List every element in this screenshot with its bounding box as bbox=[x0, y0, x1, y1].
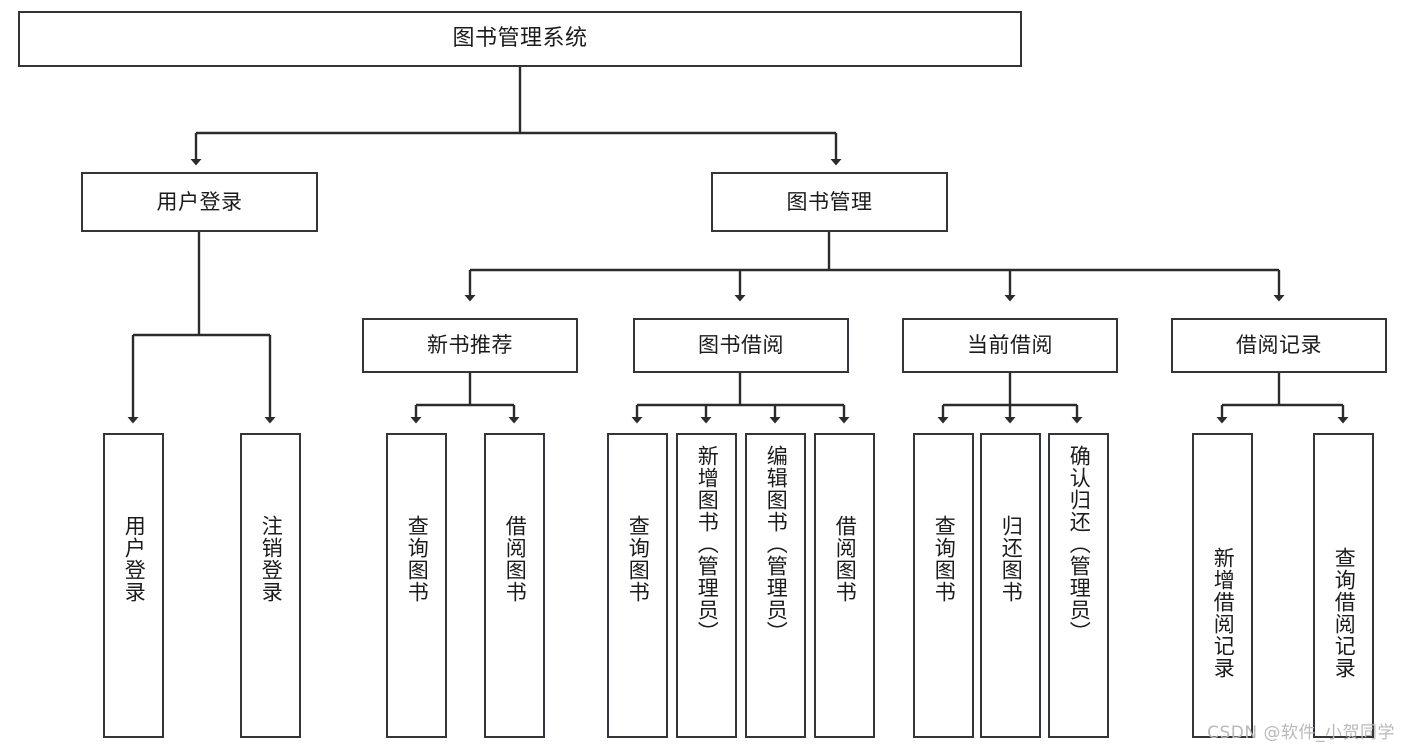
csdn-watermark: CSDN @软件_小贺同学 bbox=[1207, 723, 1395, 743]
node-label: 借阅图书 bbox=[833, 515, 858, 603]
leaf-user-login-logout[interactable]: 注销登录 bbox=[240, 433, 301, 738]
leaf-current-borrow-return-book[interactable]: 归还图书 bbox=[980, 433, 1041, 738]
leaf-new-book-borrow-book[interactable]: 借阅图书 bbox=[484, 433, 545, 738]
node-label: 查询借阅记录 bbox=[1332, 547, 1357, 679]
node-label: 当前借阅 bbox=[967, 333, 1053, 358]
node-label: 编辑图书（管理员） bbox=[764, 445, 789, 643]
node-label: 查询图书 bbox=[405, 515, 430, 603]
node-label: 借阅图书 bbox=[503, 515, 528, 603]
node-book-management[interactable]: 图书管理 bbox=[711, 172, 948, 232]
leaf-book-borrow-query-book[interactable]: 查询图书 bbox=[607, 433, 668, 738]
node-root-book-management-system[interactable]: 图书管理系统 bbox=[18, 11, 1022, 67]
leaf-current-borrow-query-book[interactable]: 查询图书 bbox=[913, 433, 974, 738]
leaf-book-borrow-borrow-book[interactable]: 借阅图书 bbox=[814, 433, 875, 738]
node-label: 新书推荐 bbox=[427, 333, 513, 358]
node-label: 图书借阅 bbox=[698, 333, 784, 358]
node-label: 确认归还（管理员） bbox=[1067, 445, 1092, 643]
node-new-book-recommendation[interactable]: 新书推荐 bbox=[362, 318, 578, 373]
node-label: 新增图书（管理员） bbox=[695, 445, 720, 643]
node-label: 图书管理 bbox=[786, 189, 873, 214]
leaf-current-borrow-confirm-return-admin[interactable]: 确认归还（管理员） bbox=[1048, 433, 1109, 738]
node-book-borrowing[interactable]: 图书借阅 bbox=[633, 318, 849, 373]
leaf-new-book-query-book[interactable]: 查询图书 bbox=[386, 433, 447, 738]
node-label: 查询图书 bbox=[626, 515, 651, 603]
node-label: 用户登录 bbox=[122, 515, 147, 603]
node-label: 新增借阅记录 bbox=[1211, 547, 1236, 679]
leaf-user-login-login[interactable]: 用户登录 bbox=[103, 433, 164, 738]
node-user-login[interactable]: 用户登录 bbox=[81, 172, 318, 232]
node-label: 查询图书 bbox=[932, 515, 957, 603]
leaf-book-borrow-edit-book-admin[interactable]: 编辑图书（管理员） bbox=[745, 433, 806, 738]
leaf-borrow-records-add-record[interactable]: 新增借阅记录 bbox=[1192, 433, 1253, 738]
node-current-borrowing[interactable]: 当前借阅 bbox=[902, 318, 1118, 373]
node-borrowing-records[interactable]: 借阅记录 bbox=[1171, 318, 1387, 373]
node-label: 注销登录 bbox=[259, 515, 284, 603]
leaf-book-borrow-add-book-admin[interactable]: 新增图书（管理员） bbox=[676, 433, 737, 738]
node-label: 归还图书 bbox=[999, 515, 1024, 603]
node-label: 用户登录 bbox=[156, 189, 243, 214]
leaf-borrow-records-query-record[interactable]: 查询借阅记录 bbox=[1313, 433, 1374, 738]
node-label: 图书管理系统 bbox=[452, 26, 588, 52]
node-label: 借阅记录 bbox=[1236, 333, 1322, 358]
